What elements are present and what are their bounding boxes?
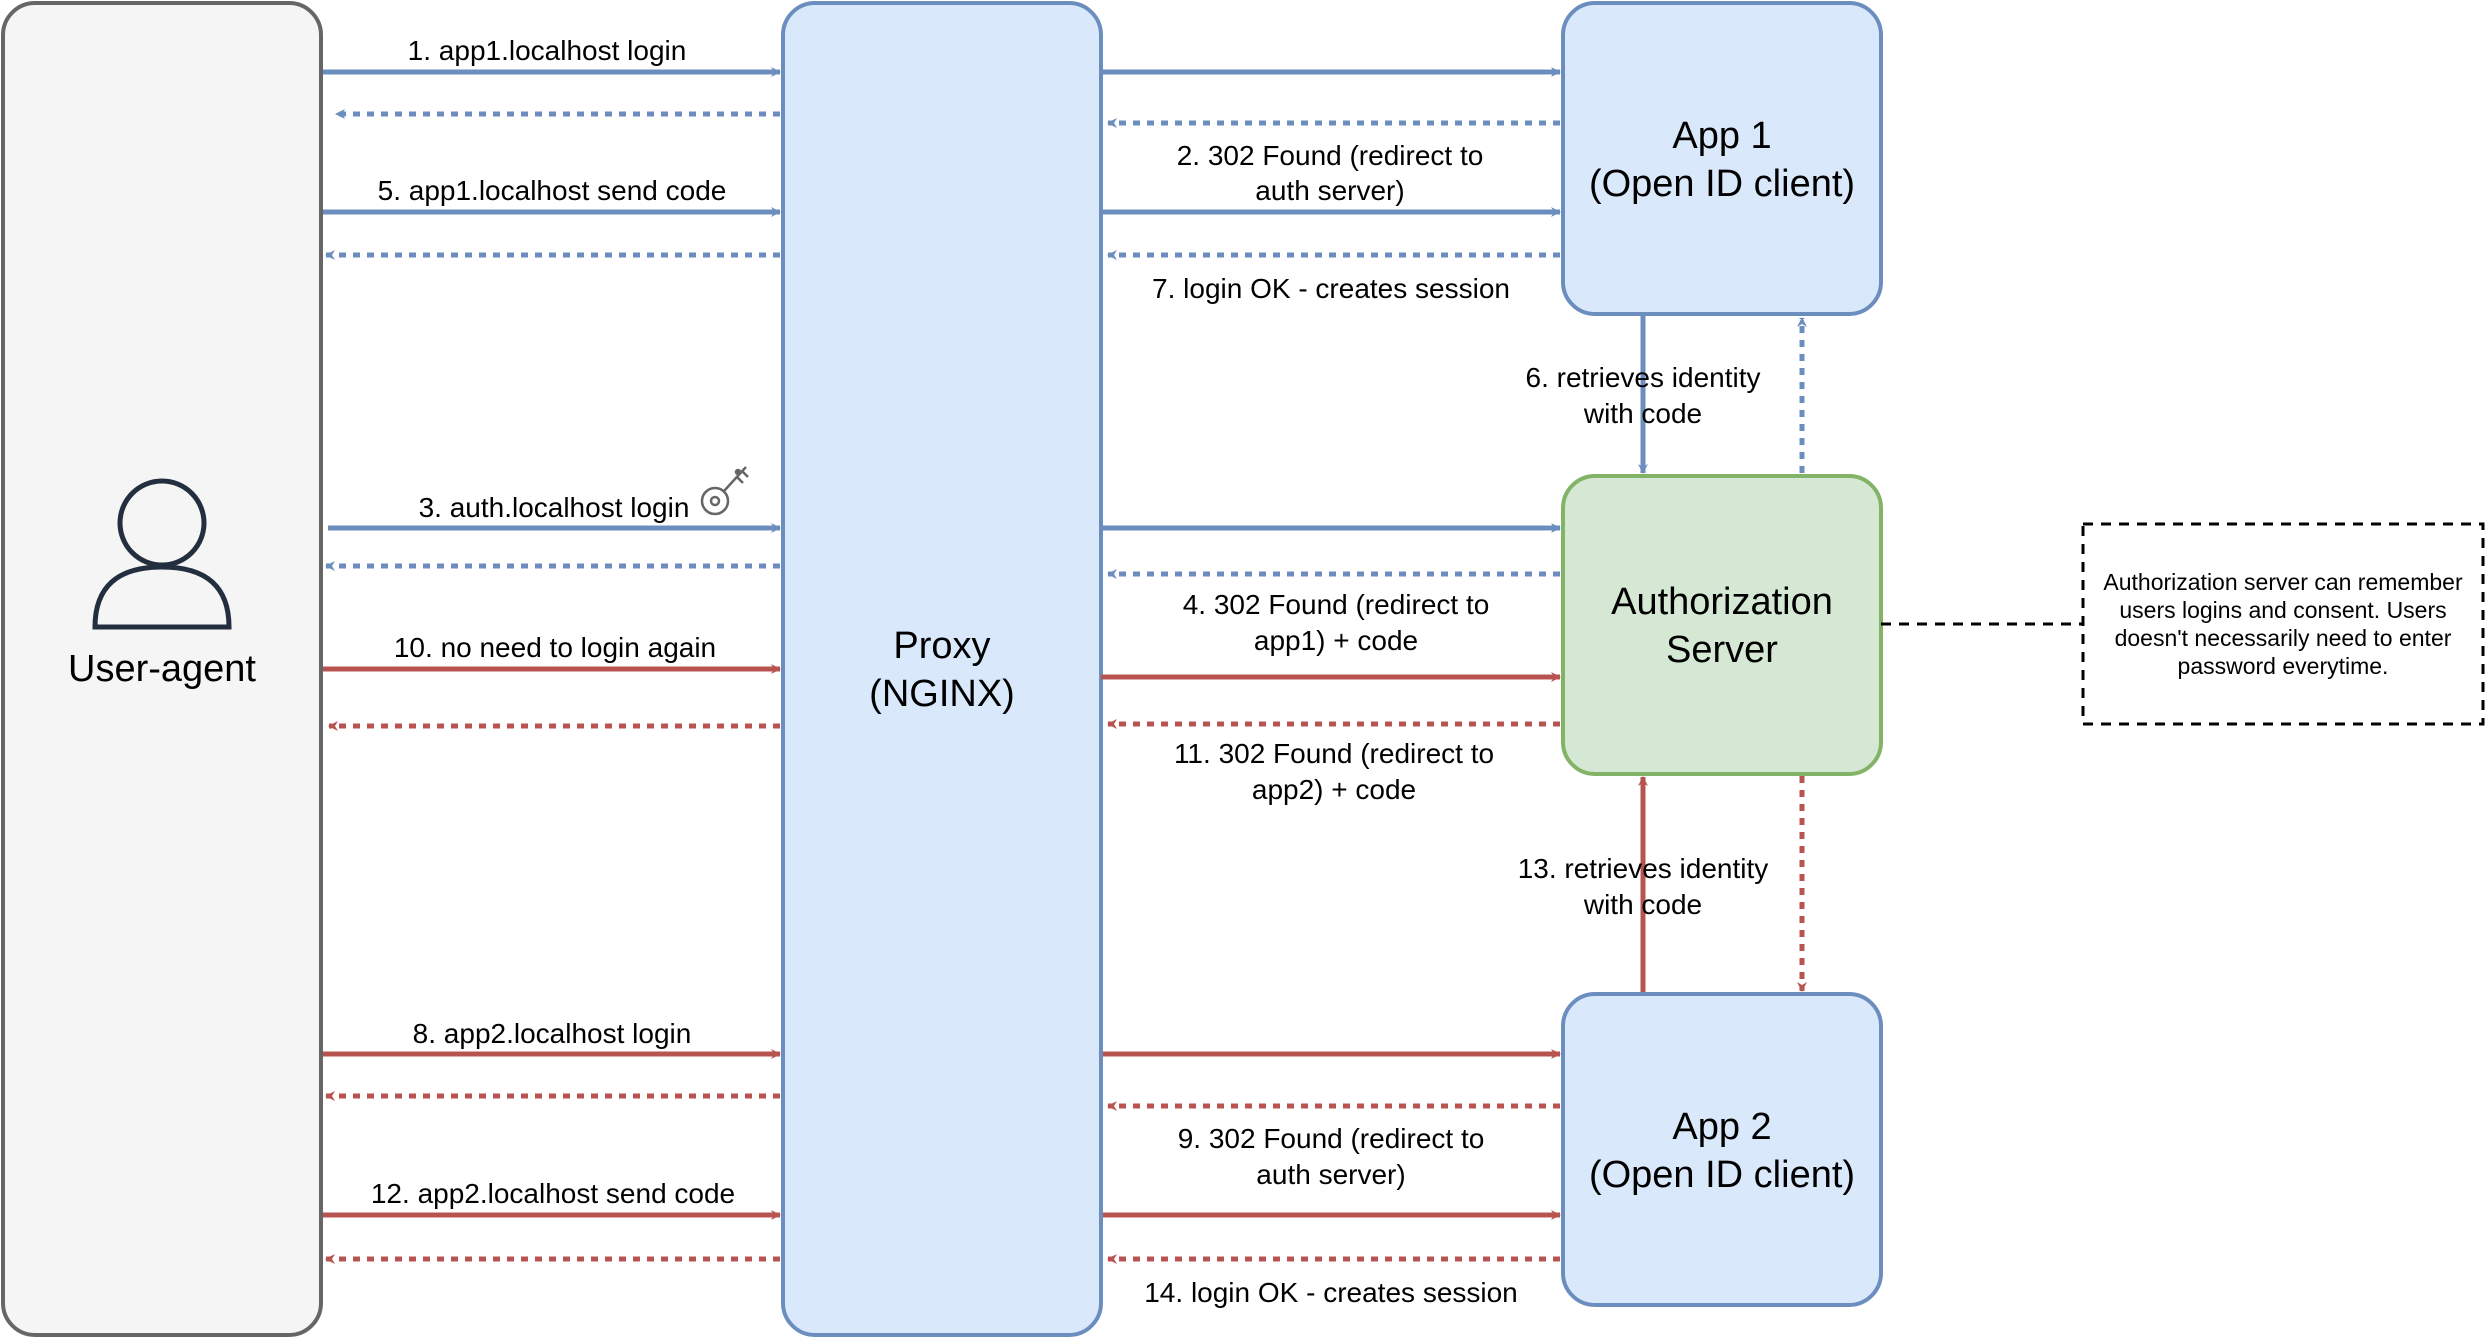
label-step-11-line1: 11. 302 Found (redirect to	[1174, 738, 1494, 769]
label-step-4-line2: app1) + code	[1254, 625, 1418, 656]
red-arrows	[323, 664, 1807, 1264]
user-icon	[92, 478, 232, 630]
label-step-14: 14. login OK - creates session	[1144, 1277, 1518, 1308]
label-step-10: 10. no need to login again	[394, 632, 716, 663]
label-step-7: 7. login OK - creates session	[1152, 273, 1510, 304]
note-box	[2081, 522, 2485, 726]
label-step-5: 5. app1.localhost send code	[378, 175, 727, 206]
label-step-9-line1: 9. 302 Found (redirect to	[1178, 1123, 1485, 1154]
label-step-9-line2: auth server)	[1256, 1159, 1405, 1190]
proxy-label-line1: Proxy	[893, 625, 990, 667]
app1-box	[1561, 1, 1883, 316]
note-line2: users logins and consent. Users	[2119, 597, 2446, 623]
label-step-8: 8. app2.localhost login	[413, 1018, 692, 1049]
app1-label-line2: (Open ID client)	[1589, 163, 1855, 205]
note-line4: password everytime.	[2178, 653, 2389, 679]
note-line1: Authorization server can remember	[2103, 569, 2463, 595]
label-step-2-line2: auth server)	[1255, 175, 1404, 206]
key-icon	[700, 466, 749, 516]
user-agent-box	[1, 1, 323, 1337]
label-step-13-line2: with code	[1583, 889, 1702, 920]
label-step-3: 3. auth.localhost login	[419, 492, 690, 523]
app1-label-line1: App 1	[1672, 115, 1771, 157]
auth-server-label-line1: Authorization	[1611, 581, 1833, 623]
label-step-6-line2: with code	[1583, 398, 1702, 429]
app2-label-line1: App 2	[1672, 1106, 1771, 1148]
auth-server-box	[1561, 474, 1883, 776]
label-step-11-line2: app2) + code	[1252, 774, 1416, 805]
label-step-2-line1: 2. 302 Found (redirect to	[1177, 140, 1484, 171]
proxy-box	[781, 1, 1103, 1337]
step-labels: 1. app1.localhost login 2. 302 Found (re…	[371, 35, 1768, 1308]
label-step-12: 12. app2.localhost send code	[371, 1178, 735, 1209]
label-step-13-line1: 13. retrieves identity	[1518, 853, 1769, 884]
app2-box	[1561, 992, 1883, 1307]
label-step-6-line1: 6. retrieves identity	[1526, 362, 1761, 393]
label-step-4-line1: 4. 302 Found (redirect to	[1183, 589, 1490, 620]
user-agent-label: User-agent	[68, 648, 256, 690]
note-line3: doesn't necessarily need to enter	[2115, 625, 2452, 651]
label-step-1: 1. app1.localhost login	[408, 35, 687, 66]
blue-arrows	[323, 67, 1807, 579]
proxy-label-line2: (NGINX)	[869, 673, 1015, 715]
app2-label-line2: (Open ID client)	[1589, 1154, 1855, 1196]
auth-server-label-line2: Server	[1666, 629, 1778, 671]
